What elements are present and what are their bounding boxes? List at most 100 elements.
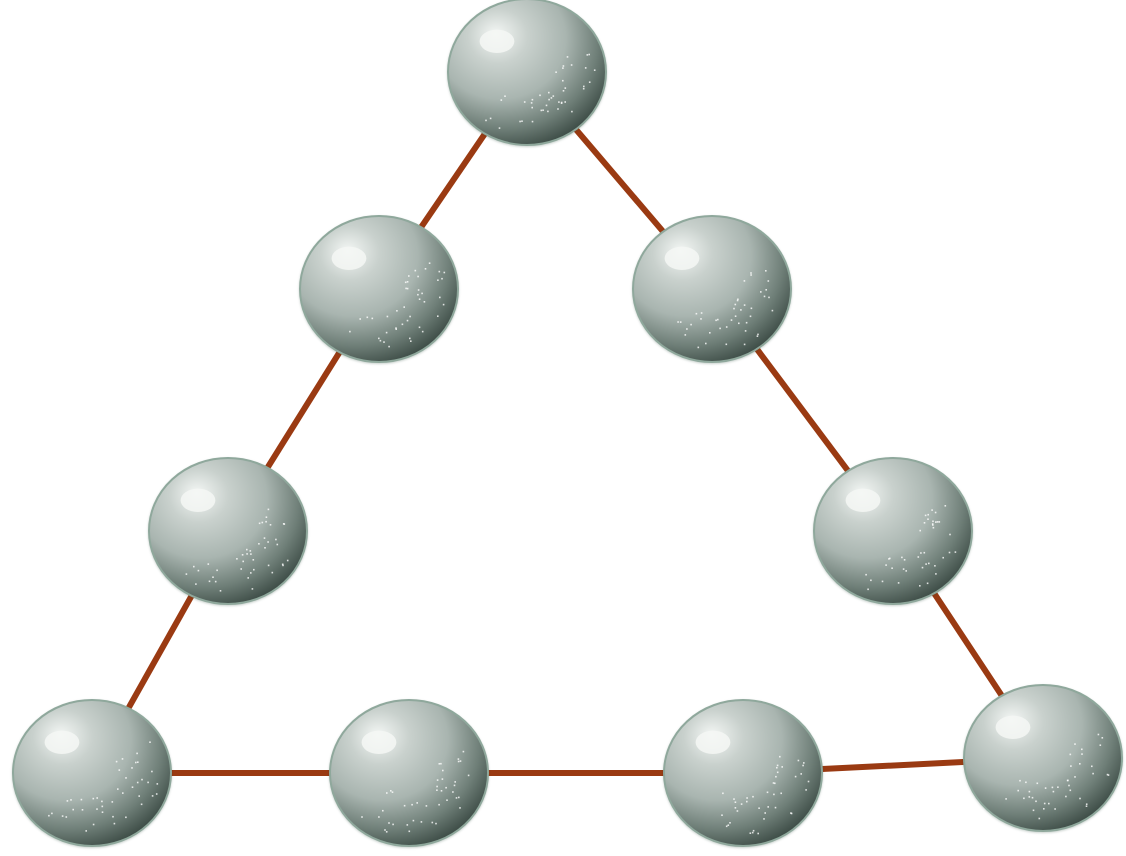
sphere-speckle (931, 523, 934, 525)
sphere-speckle (586, 54, 589, 56)
sphere-speckle (249, 550, 252, 552)
sphere-speckle (1068, 784, 1070, 787)
sphere-speckle (727, 824, 730, 826)
sphere-speckle (423, 301, 426, 303)
sphere-speckle (1069, 753, 1072, 756)
sphere-speckle (383, 341, 385, 343)
sphere-speckle (954, 551, 957, 553)
sphere-speckle (1017, 789, 1019, 792)
sphere-speckle (932, 526, 935, 529)
sphere-speckle (1107, 774, 1110, 776)
sphere-speckle (772, 782, 775, 784)
sphere-speckle (439, 296, 441, 299)
sphere-speckle (250, 553, 252, 555)
sphere-speckle (917, 556, 920, 558)
sphere-speckle (141, 778, 143, 781)
sphere-speckle (756, 335, 759, 337)
edges-layer (89, 70, 1046, 776)
sphere-speckle (881, 580, 884, 583)
sphere-speckle (743, 280, 746, 282)
sphere-speckle (101, 805, 104, 808)
sphere-speckle (725, 343, 728, 346)
sphere-speckle (251, 588, 254, 590)
sphere-speckle (557, 108, 559, 110)
sphere-speckle (462, 750, 465, 753)
sphere-speckle (208, 580, 211, 583)
sphere-speckle (386, 792, 388, 794)
sphere-speckle (545, 104, 548, 107)
sphere-bottom-center-right (663, 699, 823, 847)
sphere-speckle (405, 287, 407, 290)
sphere-speckle (1043, 808, 1045, 810)
sphere-speckle (1023, 797, 1025, 800)
sphere-speckle (1052, 790, 1055, 793)
sphere-speckle (138, 795, 140, 797)
sphere-speckle (744, 330, 747, 332)
sphere-speckle (452, 791, 454, 793)
sphere-speckle (949, 533, 951, 536)
sphere-speckle (562, 65, 565, 67)
sphere-speckle (550, 97, 553, 99)
sphere-speckle (258, 543, 260, 545)
sphere-speckle (921, 566, 924, 569)
sphere-speckle (112, 815, 114, 818)
sphere-body (329, 699, 489, 847)
sphere-speckle (96, 808, 98, 810)
sphere-speckle (265, 520, 267, 523)
sphere-speckle (729, 822, 731, 824)
sphere-speckle (1028, 790, 1031, 793)
sphere-speckle (438, 270, 441, 273)
sphere-speckle (1005, 798, 1007, 800)
sphere-speckle (752, 795, 754, 798)
sphere-speckle (766, 791, 769, 794)
sphere-speckle (408, 275, 410, 277)
sphere-speckle (705, 342, 707, 345)
sphere-speckle (193, 565, 195, 568)
sphere-body (447, 0, 607, 146)
sphere-speckle (395, 327, 397, 329)
sphere-speckle (558, 101, 560, 103)
sphere-speckle (267, 541, 269, 543)
sphere-speckle (932, 520, 934, 523)
sphere-speckle (763, 295, 766, 298)
sphere-speckle (246, 548, 248, 551)
sphere-speckle (752, 829, 755, 832)
sphere-speckle (246, 553, 248, 555)
sphere-speckle (531, 120, 534, 123)
sphere-speckle (504, 95, 506, 97)
sphere-speckle (390, 790, 392, 792)
sphere-speckle (265, 516, 268, 518)
sphere-speckle (743, 304, 746, 306)
sphere-speckle (548, 98, 550, 101)
sphere-speckle (1081, 753, 1083, 755)
sphere-speckle (156, 783, 159, 785)
sphere-speckle (677, 321, 679, 323)
sphere-speckle (700, 312, 703, 314)
sphere-speckle (865, 573, 867, 576)
sphere-body (12, 699, 172, 847)
sphere-speckle (212, 576, 214, 578)
sphere-speckle (733, 307, 735, 310)
sphere-speckle (919, 585, 921, 587)
sphere-speckle (236, 558, 238, 560)
sphere-speckle (1035, 800, 1037, 803)
sphere-speckle (101, 800, 103, 803)
sphere-speckle (746, 797, 748, 799)
sphere-speckle (149, 741, 151, 743)
sphere-speckle (1070, 765, 1072, 767)
sphere-speckle (121, 758, 124, 760)
sphere-speckle (734, 807, 737, 809)
sphere-speckle (1043, 802, 1046, 805)
sphere-speckle (725, 326, 728, 328)
sphere-speckle (521, 120, 523, 122)
sphere-speckle (749, 832, 752, 834)
sphere-speckle (263, 537, 266, 539)
sphere-speckle (709, 332, 711, 334)
sphere-speckle (409, 315, 411, 318)
sphere-speckle (736, 299, 739, 302)
sphere-speckle (935, 573, 937, 575)
sphere-speckle (379, 339, 382, 342)
sphere-speckle (437, 279, 439, 281)
sphere-speckle (261, 521, 264, 524)
